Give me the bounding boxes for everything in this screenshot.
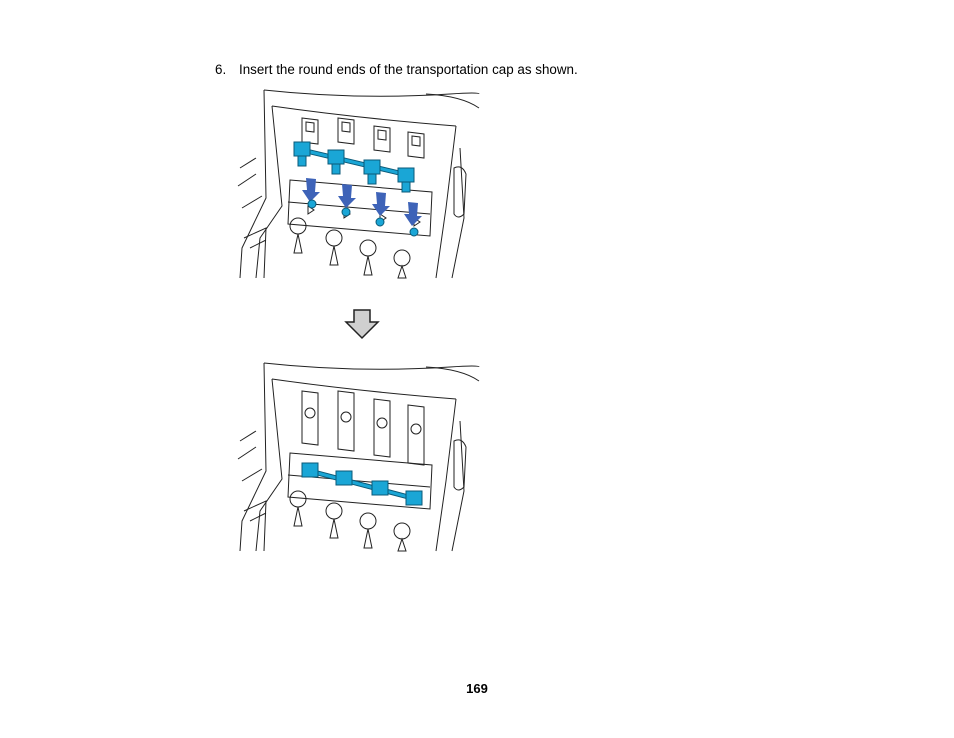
step-text: Insert the round ends of the transportat… (239, 62, 578, 77)
transportation-cap-seated (301, 462, 423, 506)
ink-tank-illustration-before (237, 89, 480, 279)
step-instruction: 6. Insert the round ends of the transpor… (215, 62, 578, 78)
transportation-cap (293, 141, 415, 193)
illustration-cap-after (236, 361, 480, 552)
illustration-cap-before (236, 88, 480, 279)
page-number: 169 (466, 681, 488, 696)
down-arrow-icon (344, 308, 380, 340)
insert-direction-arrows (302, 178, 422, 226)
step-number: 6. (215, 62, 227, 77)
ink-tank-illustration-after (237, 362, 480, 552)
